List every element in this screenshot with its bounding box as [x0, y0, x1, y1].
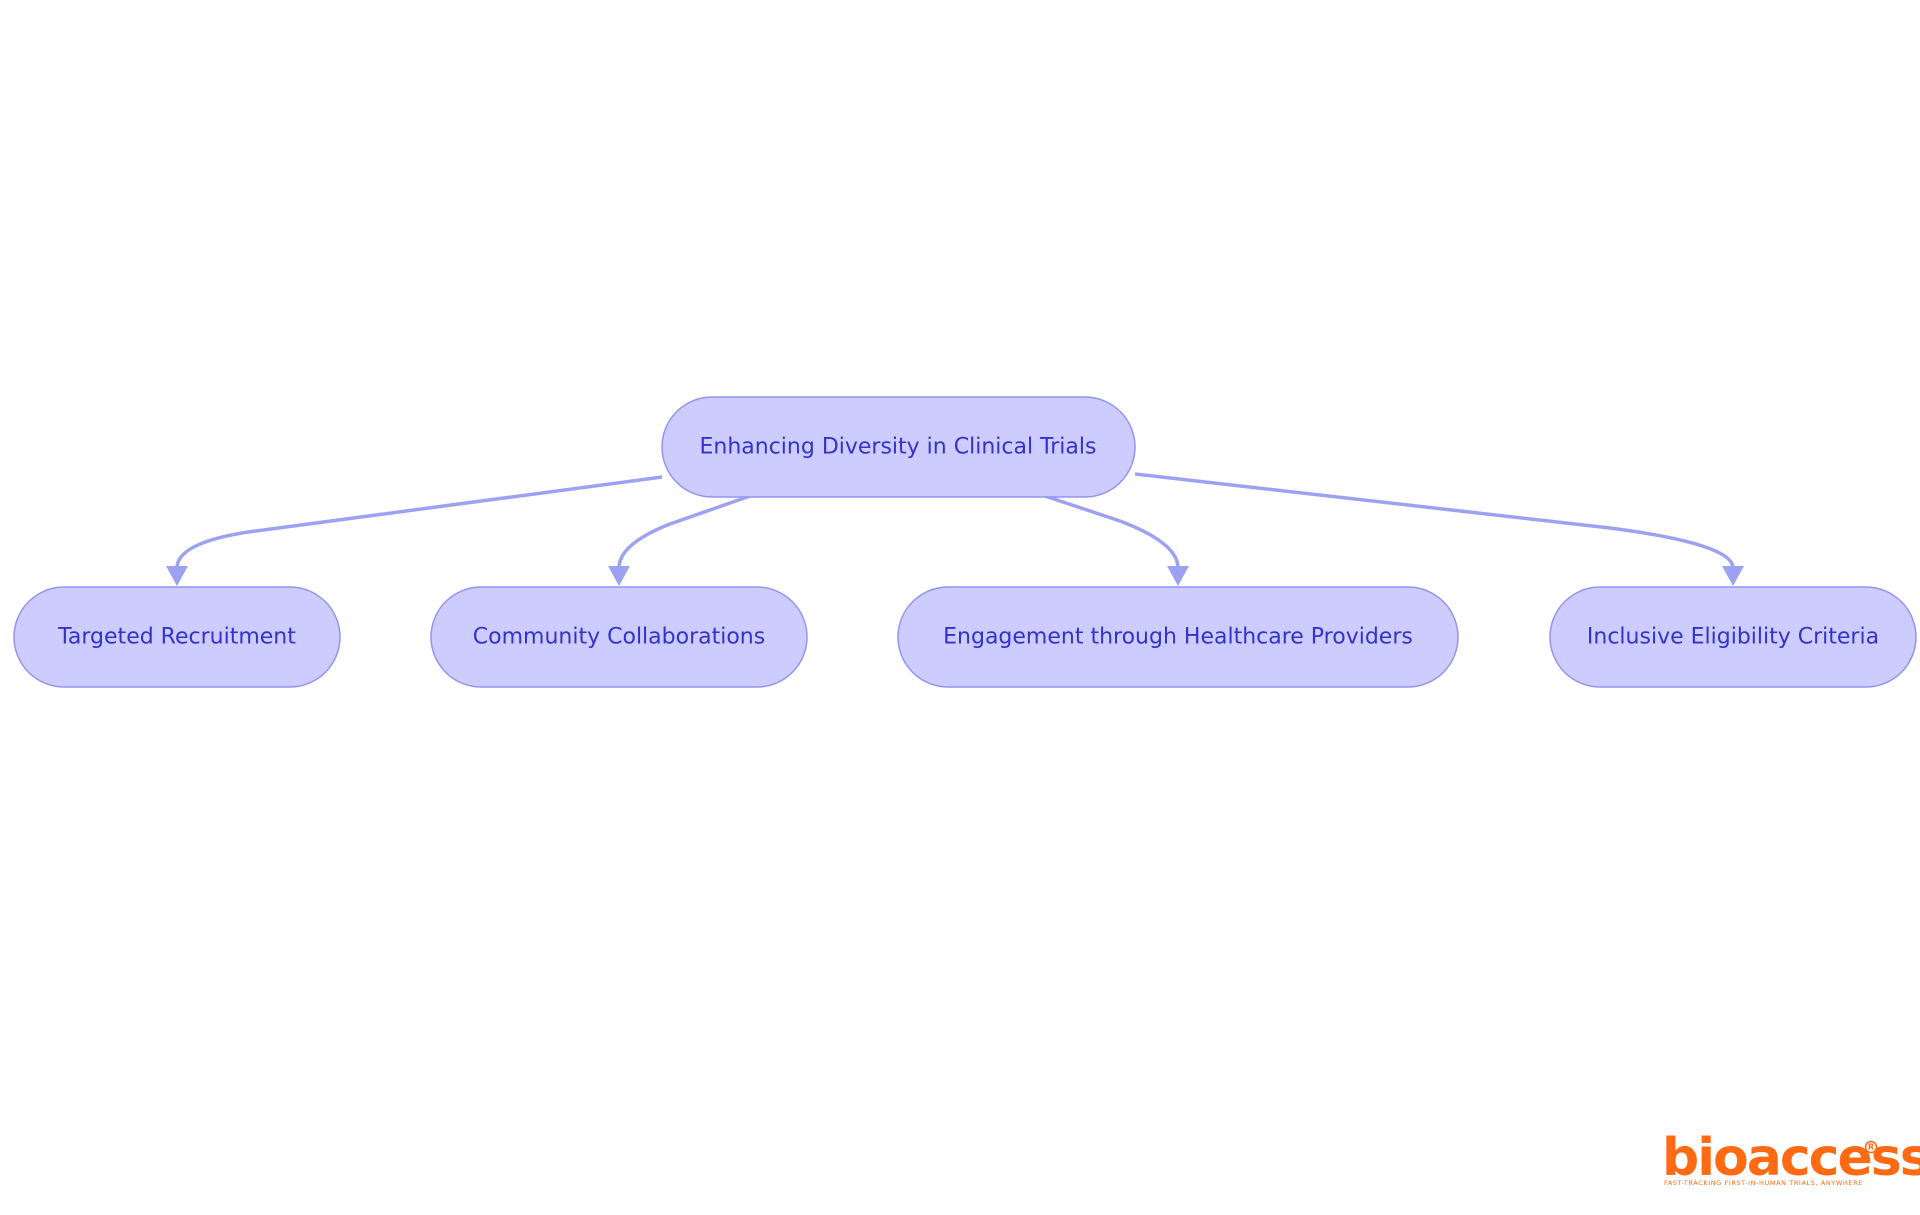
registered-mark-icon — [1864, 1140, 1878, 1154]
child-node-inclusive-eligibility-criteria: Inclusive Eligibility Criteria — [1549, 586, 1917, 688]
arrow-inclusive-eligibility-criteria — [1722, 566, 1744, 586]
child-node-label: Targeted Recruitment — [57, 625, 296, 650]
arrow-community-collaborations — [608, 566, 630, 586]
child-node-engagement-healthcare-providers: Engagement through Healthcare Providers — [897, 586, 1459, 688]
edges — [166, 472, 1744, 586]
root-node-label: Enhancing Diversity in Clinical Trials — [700, 435, 1097, 460]
root-node: Enhancing Diversity in Clinical Trials — [661, 396, 1136, 498]
edge-root-to-community-collaborations — [617, 494, 751, 569]
child-node-label: Community Collaborations — [473, 625, 765, 650]
child-node-label: Engagement through Healthcare Providers — [943, 625, 1413, 650]
svg-text:R: R — [1868, 1143, 1874, 1152]
child-node-label: Inclusive Eligibility Criteria — [1587, 625, 1879, 650]
arrow-targeted-recruitment — [166, 566, 188, 586]
arrow-engagement-healthcare-providers — [1167, 566, 1189, 586]
logo-tagline: FAST-TRACKING FIRST-IN-HUMAN TRIALS, ANY… — [1664, 1179, 1863, 1187]
child-node-community-collaborations: Community Collaborations — [430, 586, 808, 688]
child-node-targeted-recruitment: Targeted Recruitment — [13, 586, 341, 688]
edge-root-to-targeted-recruitment — [175, 475, 663, 569]
edge-root-to-inclusive-eligibility-criteria — [1134, 472, 1735, 569]
bioaccess-logo: bioaccess R FAST-TRACKING FIRST-IN-HUMAN… — [1662, 1128, 1920, 1188]
edge-root-to-engagement-healthcare-providers — [1044, 494, 1180, 569]
logo-wordmark: bioaccess — [1662, 1128, 1920, 1188]
